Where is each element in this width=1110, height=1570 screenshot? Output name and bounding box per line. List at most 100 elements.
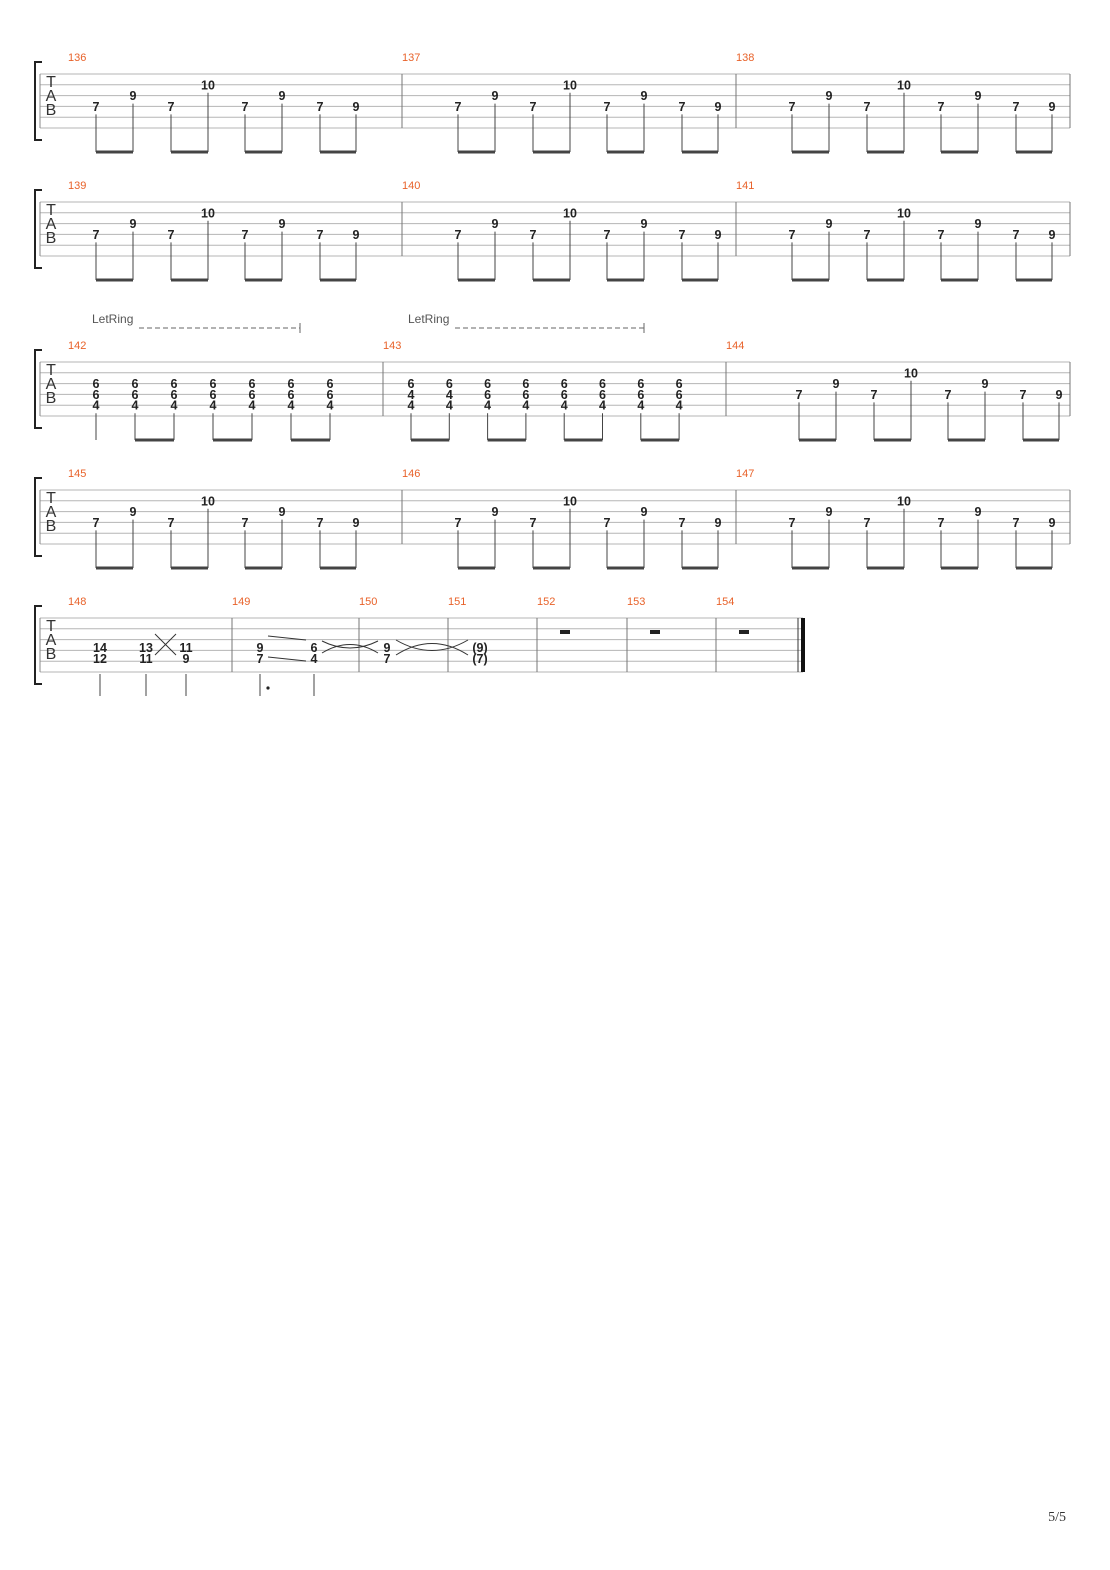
fret-number: 6 [446, 377, 453, 391]
fret-number: 4 [676, 399, 683, 413]
fret-number: 10 [201, 206, 215, 220]
fret-number: 9 [384, 641, 391, 655]
fret-number: 7 [789, 516, 796, 530]
fret-number: 7 [317, 516, 324, 530]
measure-number: 150 [359, 596, 377, 608]
fret-number: 6 [408, 377, 415, 391]
let-ring-label: LetRing [408, 312, 449, 326]
fret-number: 9 [641, 217, 648, 231]
tab-clef-letter: B [46, 646, 57, 663]
tie-curve [395, 639, 469, 651]
fret-number: 7 [168, 516, 175, 530]
fret-number: 6 [311, 641, 318, 655]
fret-number: 6 [561, 388, 568, 402]
fret-number: 7 [455, 516, 462, 530]
slide-line [267, 635, 307, 641]
fret-number: 7 [1013, 100, 1020, 114]
fret-number: (7) [472, 652, 487, 666]
rest-mark [560, 630, 570, 634]
fret-number: 6 [599, 377, 606, 391]
fret-number: 9 [279, 505, 286, 519]
fret-number: 4 [210, 399, 217, 413]
measure-number: 137 [402, 52, 420, 64]
fret-number: 9 [279, 217, 286, 231]
fret-number: 9 [826, 505, 833, 519]
fret-number: 6 [249, 377, 256, 391]
fret-number: 7 [242, 516, 249, 530]
fret-number: 7 [530, 100, 537, 114]
fret-number: 4 [446, 399, 453, 413]
fret-number: 9 [715, 228, 722, 242]
fret-number: 7 [530, 228, 537, 242]
fret-number: 9 [1049, 100, 1056, 114]
tab-clef-letter: B [46, 390, 57, 407]
measure-number: 148 [68, 596, 86, 608]
fret-number: 10 [201, 494, 215, 508]
measure-number: 154 [716, 596, 734, 608]
tab-clef-letter: B [46, 102, 57, 119]
fret-number: 7 [789, 100, 796, 114]
fret-number: 7 [1020, 388, 1027, 402]
fret-number: 9 [975, 217, 982, 231]
measure-number: 151 [448, 596, 466, 608]
tab-clef-letter: B [46, 518, 57, 535]
fret-number: 6 [132, 388, 139, 402]
fret-number: 4 [249, 399, 256, 413]
fret-number: 10 [897, 78, 911, 92]
fret-number: 6 [484, 388, 491, 402]
fret-number: 7 [604, 100, 611, 114]
fret-number: 9 [641, 89, 648, 103]
fret-number: 7 [455, 228, 462, 242]
fret-number: 7 [679, 100, 686, 114]
page-number: 5/5 [1048, 1510, 1066, 1525]
tab-clef-letter: B [46, 230, 57, 247]
fret-number: 7 [604, 228, 611, 242]
fret-number: 9 [715, 516, 722, 530]
fret-number: 7 [679, 516, 686, 530]
fret-number: 6 [522, 388, 529, 402]
fret-number: 9 [715, 100, 722, 114]
fret-number: 9 [353, 100, 360, 114]
fret-number: (9) [472, 641, 487, 655]
system-bracket [34, 61, 42, 141]
fret-number: 4 [132, 399, 139, 413]
system-bracket [34, 349, 42, 429]
fret-number: 7 [679, 228, 686, 242]
fret-number: 6 [132, 377, 139, 391]
fret-number: 10 [897, 206, 911, 220]
fret-number: 6 [210, 377, 217, 391]
fret-number: 10 [904, 366, 918, 380]
let-ring-label: LetRing [92, 312, 133, 326]
fret-number: 4 [93, 399, 100, 413]
fret-number: 9 [130, 505, 137, 519]
fret-number: 7 [938, 100, 945, 114]
fret-number: 7 [384, 652, 391, 666]
rest-mark [739, 630, 749, 634]
fret-number: 9 [826, 89, 833, 103]
fret-number: 10 [563, 494, 577, 508]
fret-number: 9 [492, 89, 499, 103]
tab-clef-letter: T [46, 618, 56, 635]
fret-number: 6 [522, 377, 529, 391]
fret-number: 10 [897, 494, 911, 508]
fret-number: 4 [288, 399, 295, 413]
measure-number: 149 [232, 596, 250, 608]
fret-number: 7 [242, 228, 249, 242]
fret-number: 4 [484, 399, 491, 413]
tab-clef-letter: A [46, 88, 57, 105]
fret-number: 14 [93, 641, 107, 655]
system-bracket [34, 189, 42, 269]
fret-number: 6 [327, 377, 334, 391]
fret-number: 6 [171, 388, 178, 402]
fret-number: 7 [242, 100, 249, 114]
fret-number: 7 [530, 516, 537, 530]
fret-number: 7 [93, 100, 100, 114]
fret-number: 4 [522, 399, 529, 413]
fret-number: 9 [833, 377, 840, 391]
tie-curve [395, 643, 469, 656]
fret-number: 10 [563, 206, 577, 220]
fret-number: 4 [408, 388, 415, 402]
fret-number: 6 [599, 388, 606, 402]
fret-number: 6 [93, 377, 100, 391]
